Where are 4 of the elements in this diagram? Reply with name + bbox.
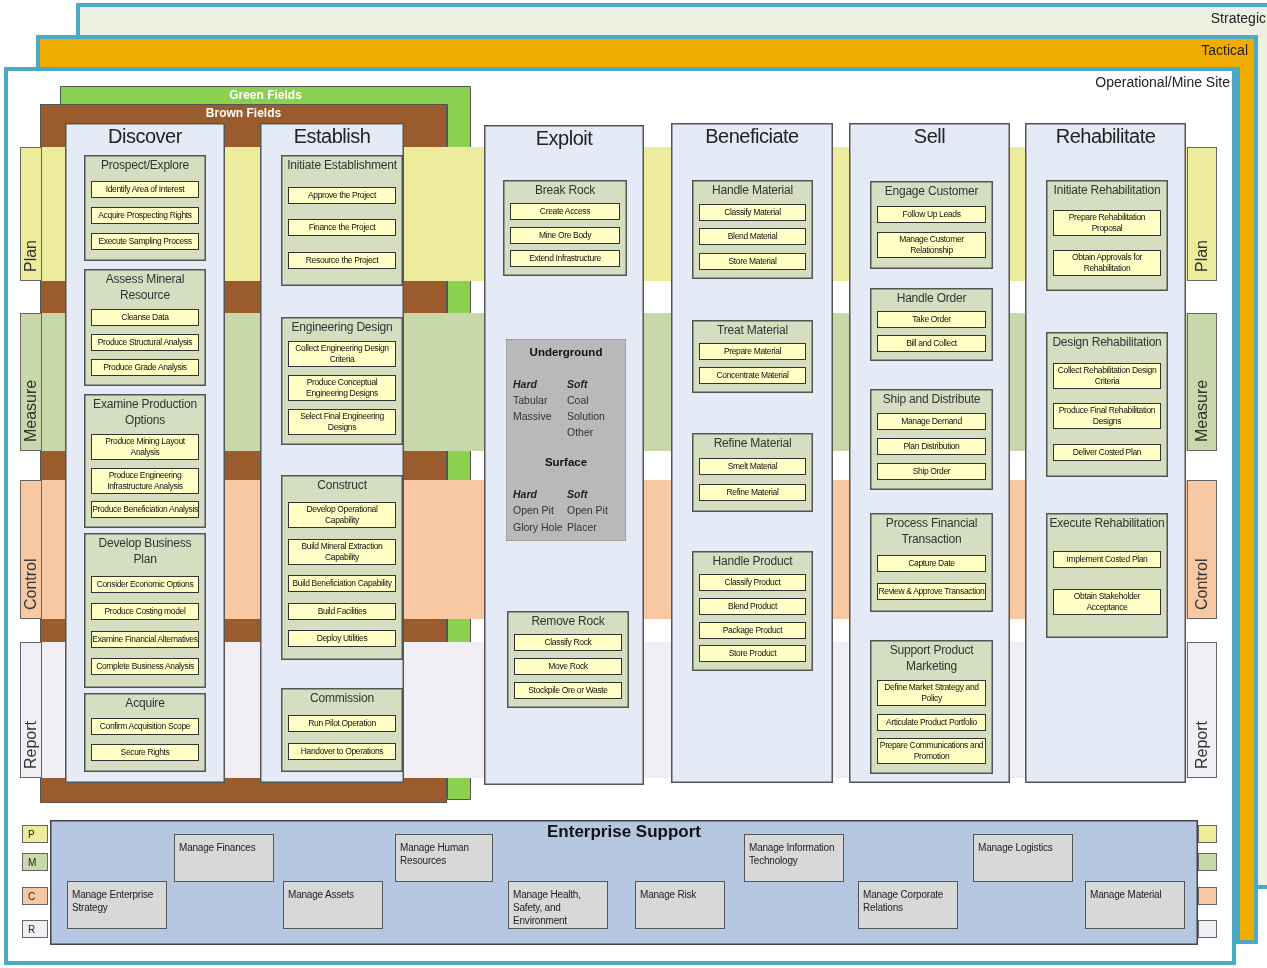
band-label: Plan (20, 147, 42, 281)
band-label: Report (20, 642, 42, 778)
band-label: Control (20, 480, 42, 619)
band-label: Measure (20, 313, 42, 451)
